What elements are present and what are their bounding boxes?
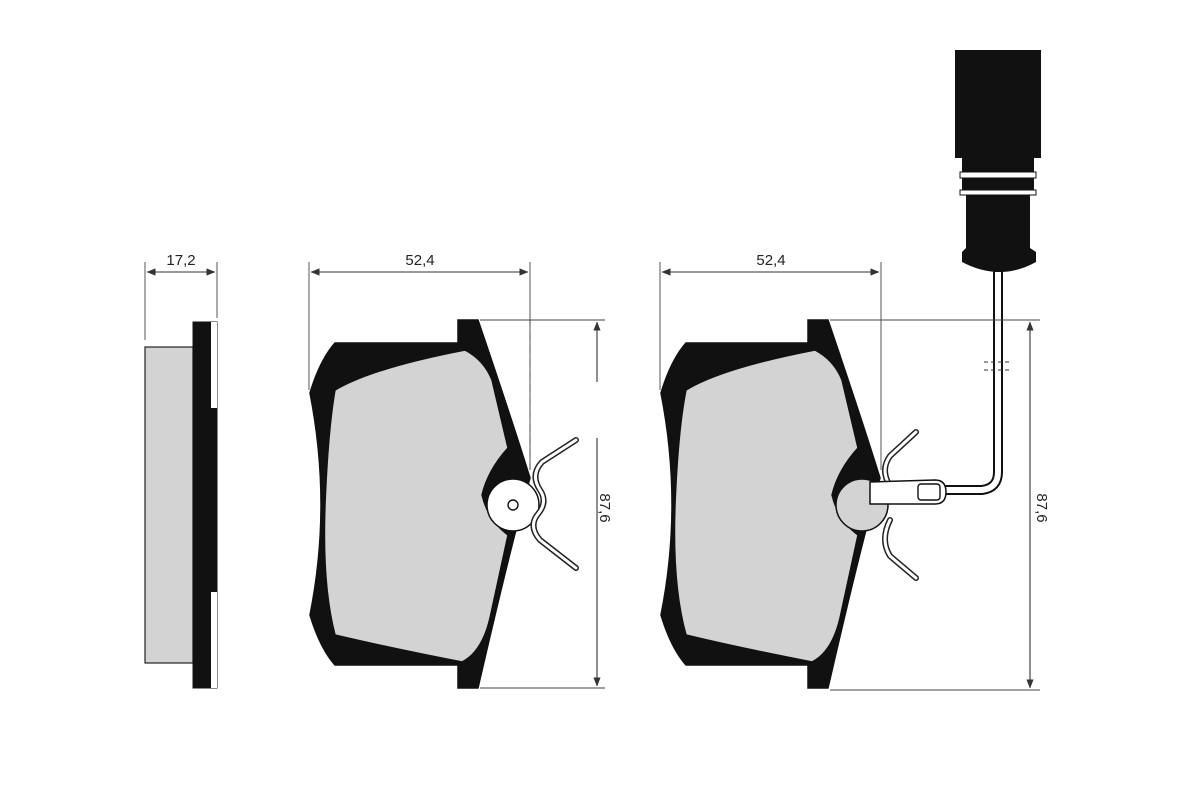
sensor-connector-body bbox=[962, 195, 1036, 272]
left-width-label: 52,4 bbox=[405, 252, 434, 269]
sensor-cable bbox=[925, 267, 1003, 495]
front-view-left: 52,4 87,6 bbox=[308, 252, 613, 689]
left-friction-material bbox=[323, 349, 509, 663]
right-friction-material bbox=[673, 349, 859, 663]
right-height-label: 87,6 bbox=[1033, 493, 1050, 522]
side-backplate-slot-bottom bbox=[211, 592, 217, 688]
right-width-label: 52,4 bbox=[756, 252, 785, 269]
left-pin-hole bbox=[507, 499, 519, 511]
side-backplate-slot-top bbox=[211, 322, 217, 408]
wear-sensor bbox=[869, 50, 1041, 505]
thickness-label: 17,2 bbox=[166, 252, 195, 269]
front-view-right: 52,4 87,6 bbox=[659, 50, 1050, 691]
side-view: 17,2 bbox=[144, 252, 218, 689]
left-height-label: 87,6 bbox=[596, 493, 613, 522]
left-spring-clip bbox=[530, 437, 579, 571]
side-friction-layer bbox=[144, 346, 194, 664]
sensor-connector-head bbox=[955, 50, 1041, 158]
right-spring-clip bbox=[882, 429, 919, 581]
